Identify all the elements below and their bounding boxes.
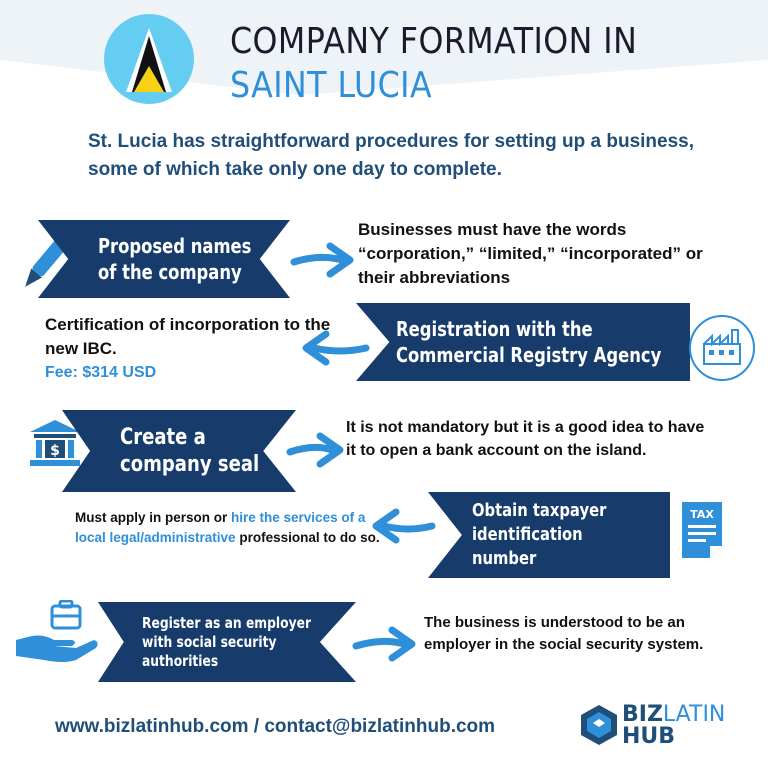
banner-line: identification [472, 524, 583, 545]
logo-word-hub: HUB [622, 724, 676, 749]
arrow-right-icon [352, 626, 416, 662]
tax-icon-label: TAX [690, 508, 714, 521]
fee-text: Fee: $314 USD [45, 364, 157, 381]
step-banner-proposed-names: Proposed names of the company [38, 220, 290, 298]
title-line-2: SAINT LUCIA [230, 65, 433, 106]
taxpayer-detail-part-2: professional to do so. [235, 530, 380, 545]
taxpayer-detail-part-1: Must apply in person or [75, 510, 232, 525]
logo-mark-icon [581, 705, 617, 745]
step-detail-employer: The business is understood to be an empl… [424, 614, 704, 653]
step-banner-registration: Registration with the Commercial Registr… [356, 303, 690, 381]
step-detail-taxpayer-id: Must apply in person or hire the service… [75, 508, 395, 548]
banner-line: authorities [142, 651, 219, 670]
title-line-1: COMPANY FORMATION IN [230, 21, 638, 62]
factory-icon [689, 315, 755, 381]
svg-text:$: $ [50, 443, 60, 459]
arrow-right-icon [290, 242, 354, 278]
tax-document-icon: TAX [682, 502, 722, 558]
taxpayer-detail-highlight: hire the services of a local legal/admin… [75, 510, 366, 545]
banner-line: Registration with the [396, 317, 593, 341]
step-detail-registration: Certification of incorporation to the ne… [45, 313, 345, 385]
banner-line: company seal [120, 452, 260, 477]
saint-lucia-flag-icon [104, 14, 194, 104]
page-title: COMPANY FORMATION IN SAINT LUCIA [230, 20, 693, 108]
banner-line: number [472, 548, 537, 569]
banner-line: Proposed names [98, 234, 252, 258]
step-detail-proposed-names: Businesses must have the words “corporat… [358, 220, 703, 287]
step-banner-employer: Register as an employer with social secu… [98, 602, 356, 682]
arrow-left-icon [302, 330, 370, 366]
step-detail-company-seal: It is not mandatory but it is a good ide… [346, 419, 705, 459]
registration-detail: Certification of incorporation to the ne… [45, 315, 331, 358]
bank-icon: $ [30, 420, 80, 466]
step-banner-taxpayer-id: Obtain taxpayer identification number [428, 492, 670, 578]
logo-word-latin: LATIN [662, 702, 726, 727]
step-banner-company-seal: Create a company seal [62, 410, 296, 492]
logo-word-biz: BIZ [622, 702, 663, 727]
arrow-left-icon [372, 508, 436, 544]
banner-line: Create a [120, 425, 206, 450]
banner-line: Commercial Registry Agency [396, 343, 662, 367]
arrow-right-icon [286, 432, 344, 468]
banner-line: with social security [142, 632, 277, 651]
banner-line: of the company [98, 260, 242, 284]
contact-footer[interactable]: www.bizlatinhub.com / contact@bizlatinhu… [55, 716, 496, 737]
briefcase-hand-icon [16, 600, 98, 662]
bizlatinhub-logo: BIZLATIN HUB [580, 700, 740, 750]
intro-text: St. Lucia has straightforward procedures… [88, 131, 695, 180]
banner-line: Obtain taxpayer [472, 500, 607, 521]
banner-line: Register as an employer [142, 613, 312, 632]
